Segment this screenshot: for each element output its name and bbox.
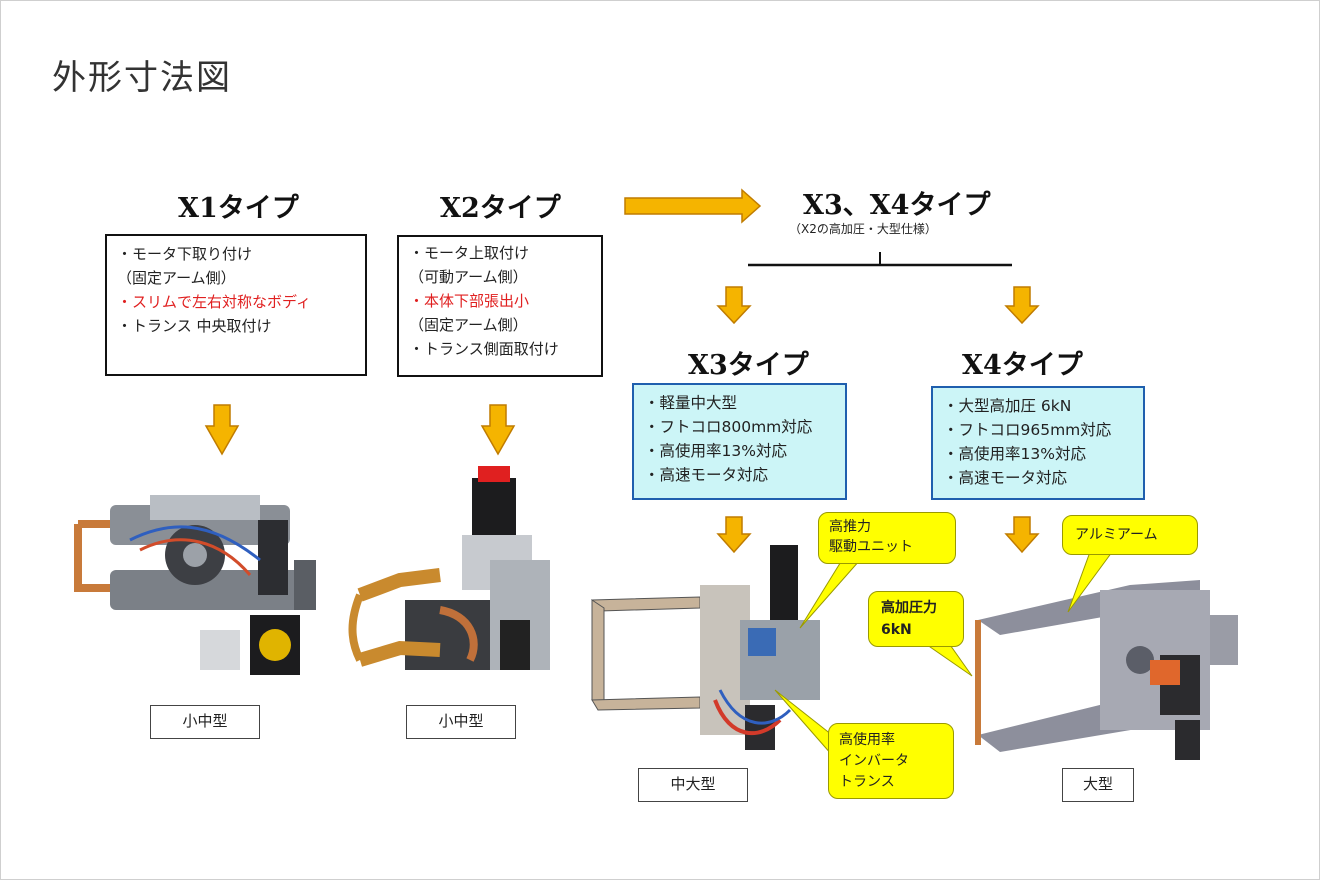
callout-drive-line-0: 高推力 [829,519,871,535]
down-arrow-x3-img [716,516,752,554]
x4-feature-2: ・高使用率13%対応 [943,445,1086,463]
right-arrow [624,188,762,224]
x34-heading: X3、X4タイプ [803,190,991,221]
x2-feature-box: ・モータ上取付け （可動アーム側） ・本体下部張出小 （固定アーム側） ・トラン… [397,235,603,377]
callout-transformer-line-1: インバータ [839,753,909,769]
x1-feature-box: ・モータ下取り付け （固定アーム側） ・スリムで左右対称なボディ ・トランス 中… [105,234,367,376]
x34-subnote: （X2の高加圧・大型仕様） [789,222,937,236]
callout-transformer-line-2: トランス [839,774,895,790]
down-arrow-x1 [204,404,240,456]
x2-feature-0: ・モータ上取付け [409,244,530,262]
callout-force-line-1: 6kN [881,622,912,638]
x4-feature-1: ・フトコロ965mm対応 [943,421,1112,439]
x3-gun-illustration [591,545,820,750]
x4-feature-0: ・大型高加圧 6kN [943,397,1072,415]
down-arrow-x4 [1004,286,1040,325]
x2-feature-2: ・本体下部張出小 [409,292,530,310]
x3-heading: X3タイプ [688,350,809,381]
x2-gun-illustration [348,466,550,670]
callout-tail-drive [799,559,862,629]
x1-caption: 小中型 [150,705,260,739]
x1-feature-1: （固定アーム側） [117,269,236,287]
x2-feature-4: ・トランス側面取付け [409,340,559,358]
x2-feature-3: （固定アーム側） [409,316,528,334]
page-title: 外形寸法図 [52,58,232,98]
down-arrow-x4-img [1004,516,1040,554]
x1-feature-3: ・トランス 中央取付け [117,317,272,335]
x3-feature-3: ・高速モータ対応 [644,466,769,484]
x2-heading: X2タイプ [440,193,561,224]
x4-feature-box: ・大型高加圧 6kN ・フトコロ965mm対応 ・高使用率13%対応 ・高速モー… [931,386,1145,500]
callout-arm-line-0: アルミアーム [1075,527,1158,543]
x4-heading: X4タイプ [962,350,1083,381]
x4-feature-3: ・高速モータ対応 [943,469,1068,487]
callout-transformer: 高使用率 インバータ トランス [828,723,954,799]
x1-feature-0: ・モータ下取り付け [117,245,253,263]
x3-feature-0: ・軽量中大型 [644,394,738,412]
x2-feature-1: （可動アーム側） [409,268,528,286]
x4-caption: 大型 [1062,768,1134,802]
callout-drive: 高推力 駆動ユニット [818,512,956,564]
x3-feature-2: ・高使用率13%対応 [644,442,787,460]
x3-feature-1: ・フトコロ800mm対応 [644,418,813,436]
x4-gun-illustration [975,580,1238,760]
x3-caption: 中大型 [638,768,748,802]
callout-force: 高加圧力 6kN [868,591,964,647]
callout-transformer-line-0: 高使用率 [839,732,895,748]
callout-drive-line-1: 駆動ユニット [829,539,913,555]
callout-force-line-0: 高加圧力 [881,600,937,616]
down-arrow-x3 [716,286,752,325]
x1-gun-illustration [74,495,316,675]
x1-heading: X1タイプ [178,193,299,224]
down-arrow-x2 [480,404,516,456]
x1-feature-2: ・スリムで左右対称なボディ [117,293,311,311]
x3-feature-box: ・軽量中大型 ・フトコロ800mm対応 ・高使用率13%対応 ・高速モータ対応 [632,383,847,500]
x2-caption: 小中型 [406,705,516,739]
callout-arm: アルミアーム [1062,515,1198,555]
